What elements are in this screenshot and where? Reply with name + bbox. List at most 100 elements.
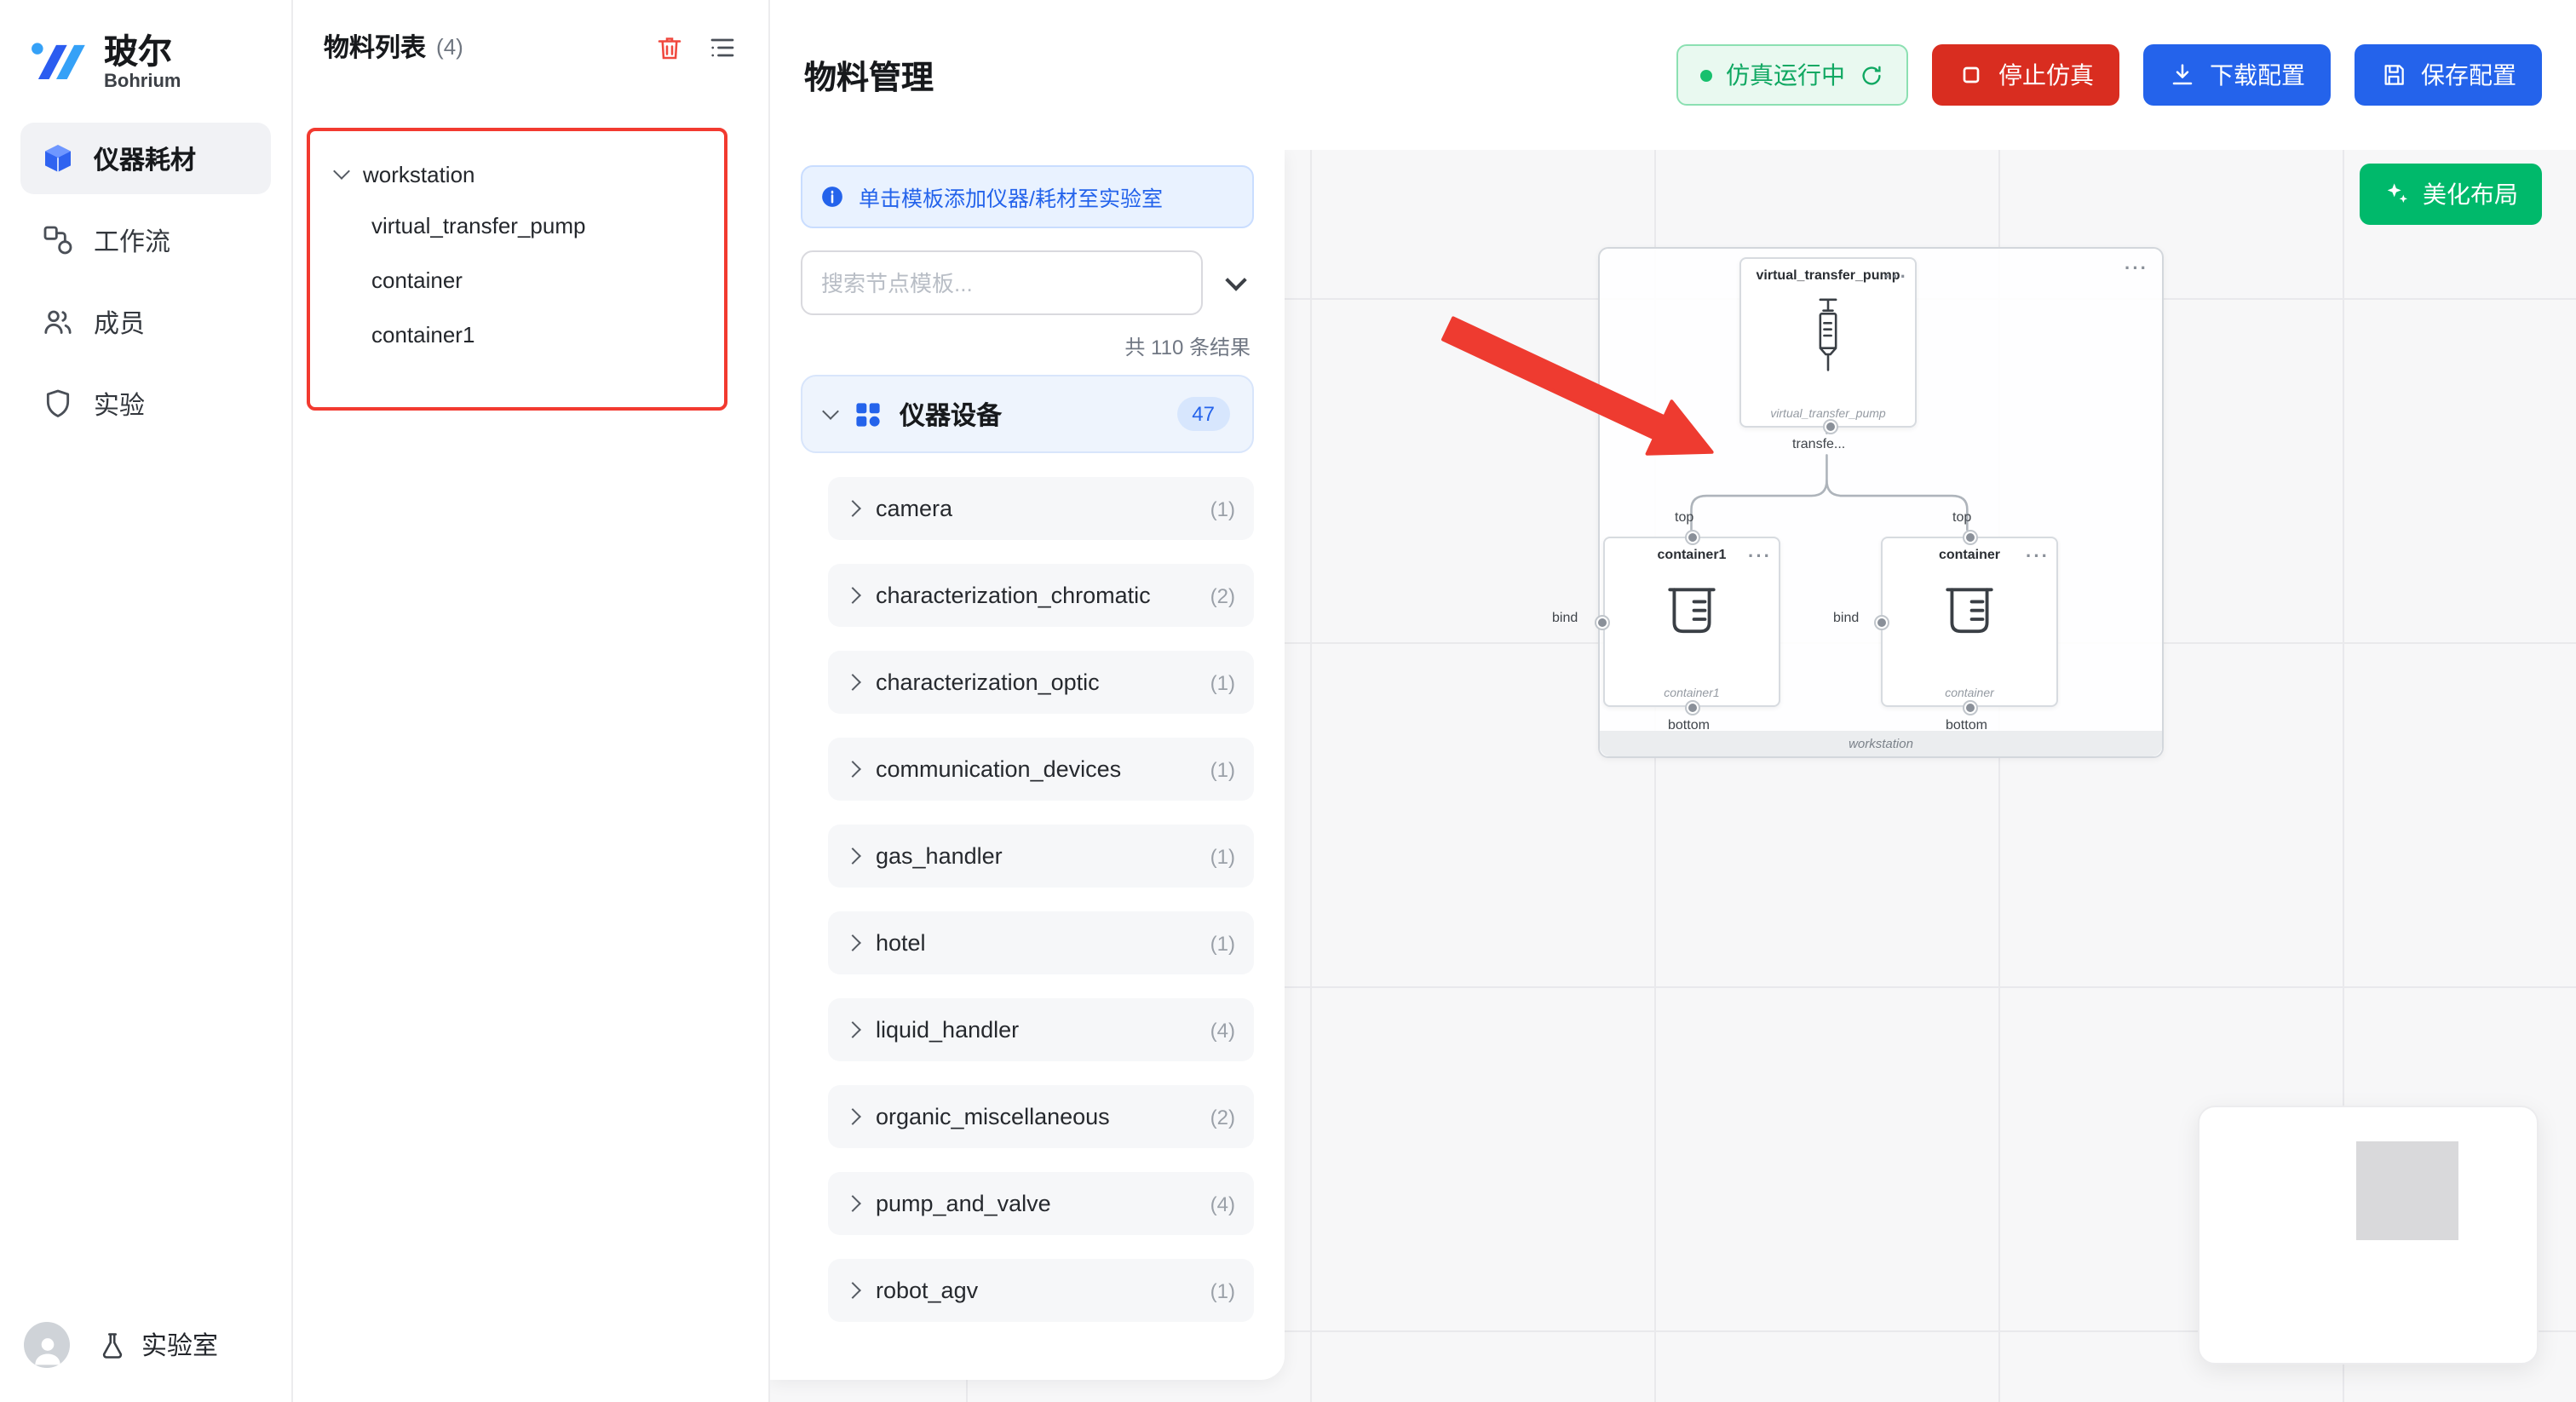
node-subtitle: container [1945, 688, 1994, 700]
node-title: container [1938, 547, 2000, 562]
template-panel: 单击模板添加仪器/耗材至实验室 共 110 条结果 [770, 150, 1285, 1380]
workstation-label: workstation [1849, 736, 1913, 751]
node-container[interactable]: container container [1881, 537, 2058, 707]
stop-label: 停止仿真 [1998, 61, 2094, 89]
port-label-bind: bind [1552, 610, 1578, 625]
download-config-button[interactable]: 下载配置 [2143, 44, 2331, 106]
download-label: 下载配置 [2210, 61, 2305, 89]
port-label-bind: bind [1833, 610, 1860, 625]
status-dot-icon [1700, 69, 1712, 81]
workstation-footer: workstation [1600, 731, 2162, 756]
page-title: 物料管理 [804, 60, 934, 96]
minimap-viewport[interactable] [2356, 1141, 2458, 1240]
sidebar-item-experiments[interactable]: 实验 [20, 368, 271, 440]
flask-icon [102, 1332, 123, 1358]
chevron-down-icon [1224, 269, 1246, 291]
node-container1[interactable]: container1 container1 [1603, 537, 1780, 707]
tree-item-workstation[interactable]: workstation [293, 150, 768, 198]
materials-tree: workstation virtual_transfer_pump contai… [293, 89, 768, 361]
chevron-right-icon [844, 761, 861, 778]
sidebar-item-instruments[interactable]: 仪器耗材 [20, 123, 271, 194]
nav-label: 实验 [94, 391, 146, 420]
simulation-status-pill[interactable]: 仿真运行中 [1676, 44, 1908, 106]
template-item-gas-handler[interactable]: gas_handler (1) [828, 825, 1254, 888]
download-icon [2172, 64, 2193, 85]
grid-icon [856, 402, 880, 426]
port-bind[interactable] [1875, 616, 1887, 628]
tree-item-container[interactable]: container [293, 252, 768, 307]
brand-name: 玻尔 [104, 34, 172, 72]
tree-item-container1[interactable]: container1 [293, 307, 768, 361]
port-bottom[interactable] [1964, 701, 1975, 713]
search-input[interactable] [801, 250, 1203, 315]
template-list: camera (1) characterization_chromatic (2… [828, 477, 1254, 1322]
template-item-hotel[interactable]: hotel (1) [828, 911, 1254, 974]
trash-icon[interactable] [654, 32, 685, 62]
bohrium-logo-icon [32, 43, 85, 79]
more-icon[interactable] [2125, 254, 2148, 281]
template-item-liquid-handler[interactable]: liquid_handler (4) [828, 998, 1254, 1061]
save-config-button[interactable]: 保存配置 [2355, 44, 2542, 106]
beaker-icon [1668, 588, 1716, 634]
beautify-layout-button[interactable]: 美化布局 [2360, 164, 2542, 225]
port-bottom[interactable] [1824, 421, 1836, 433]
topbar: 物料管理 仿真运行中 停止仿真 [770, 0, 2576, 150]
cube-icon [45, 145, 71, 172]
person-icon [34, 1338, 60, 1365]
template-item-camera[interactable]: camera (1) [828, 477, 1254, 540]
template-item-characterization-chromatic[interactable]: characterization_chromatic (2) [828, 564, 1254, 627]
members-icon [44, 310, 72, 334]
hint-text: 单击模板添加仪器/耗材至实验室 [859, 187, 1163, 211]
brand: 玻尔 Bohrium [20, 24, 271, 123]
stop-icon [1963, 66, 1980, 83]
minimap[interactable] [2198, 1106, 2539, 1365]
save-icon [2384, 65, 2404, 85]
template-item-robot-agv[interactable]: robot_agv (1) [828, 1259, 1254, 1322]
template-item-pump-and-valve[interactable]: pump_and_valve (4) [828, 1172, 1254, 1235]
more-icon[interactable] [1884, 262, 1908, 290]
canvas[interactable]: 单击模板添加仪器/耗材至实验室 共 110 条结果 [770, 150, 2576, 1402]
workstation-group-node[interactable]: virtual_transfer_pump virtual_transfer_p… [1552, 247, 2164, 758]
template-item-communication-devices[interactable]: communication_devices (1) [828, 738, 1254, 801]
tree-item-pump[interactable]: virtual_transfer_pump [293, 198, 768, 252]
collapse-toggle[interactable] [1216, 264, 1254, 302]
node-subtitle: container1 [1664, 688, 1720, 700]
chevron-right-icon [844, 1021, 861, 1038]
sidebar-item-members[interactable]: 成员 [20, 286, 271, 358]
port-top[interactable] [1686, 531, 1698, 543]
shield-icon [46, 389, 70, 417]
avatar[interactable] [24, 1322, 70, 1368]
materials-title: 物料列表 [324, 34, 427, 63]
refresh-icon[interactable] [1859, 62, 1884, 88]
sidebar-item-lab[interactable]: 实验室 [97, 1327, 218, 1363]
chevron-down-icon [333, 163, 350, 180]
status-label: 仿真运行中 [1726, 61, 1845, 89]
outline-list-icon[interactable] [707, 32, 738, 62]
tree-label: container1 [371, 321, 475, 347]
hint-banner: 单击模板添加仪器/耗材至实验室 [801, 165, 1254, 228]
lab-label: 实验室 [141, 1332, 219, 1361]
stop-simulation-button[interactable]: 停止仿真 [1932, 44, 2119, 106]
more-icon[interactable] [2026, 542, 2050, 569]
port-top[interactable] [1964, 531, 1975, 543]
node-subtitle: virtual_transfer_pump [1770, 409, 1886, 421]
materials-header: 物料列表 (4) [293, 0, 768, 89]
node-title: virtual_transfer_pump [1756, 267, 1900, 283]
sidebar-bottom: 实验室 [20, 1315, 271, 1375]
chevron-right-icon [844, 1195, 861, 1212]
brand-subtitle: Bohrium [104, 72, 181, 92]
beaker-icon [1946, 588, 1993, 634]
chevron-right-icon [844, 674, 861, 691]
node-virtual-transfer-pump[interactable]: virtual_transfer_pump virtual_transfer_p… [1739, 257, 1917, 433]
chevron-right-icon [844, 1108, 861, 1125]
template-item-characterization-optic[interactable]: characterization_optic (1) [828, 651, 1254, 714]
sidebar-item-workflow[interactable]: 工作流 [20, 204, 271, 276]
syringe-icon [1819, 298, 1837, 371]
port-bind[interactable] [1596, 616, 1608, 628]
chevron-right-icon [844, 500, 861, 517]
more-icon[interactable] [1748, 542, 1772, 569]
main: 物料管理 仿真运行中 停止仿真 [770, 0, 2576, 1402]
port-bottom[interactable] [1686, 701, 1698, 713]
template-item-organic-miscellaneous[interactable]: organic_miscellaneous (2) [828, 1085, 1254, 1148]
category-instruments[interactable]: 仪器设备 47 [801, 375, 1254, 453]
